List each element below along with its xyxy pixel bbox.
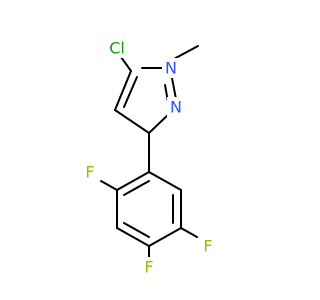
bond-c4-c5-double (123, 76, 138, 108)
bond-ar4-ar5-inner (123, 222, 150, 238)
bond-n1-methyl (171, 45, 199, 61)
nitrogen-2-label: N (170, 98, 182, 117)
bond-ar3-ar4 (148, 227, 182, 247)
bond-n1-n2 (171, 77, 177, 100)
bonds (100, 45, 199, 259)
atom-labels: Cl N N F F F (81, 38, 217, 277)
molecule-structure: Cl N N F F F (81, 38, 217, 277)
bond-ar6-ar1 (116, 171, 150, 191)
bond-ar4-ar5 (116, 227, 150, 247)
fluorine-3-label: F (144, 258, 153, 277)
bond-c5-cl (120, 56, 132, 72)
bond-ar3-f (180, 227, 198, 238)
fluorine-2-label: F (203, 237, 212, 256)
bond-ar6-f (100, 180, 118, 191)
bond-ar1-ar2 (148, 171, 182, 191)
fluorine-1-label: F (85, 163, 94, 182)
bond-c3-c4 (114, 109, 150, 134)
bond-ar6-ar1-inner (123, 180, 150, 196)
chlorine-label: Cl (109, 39, 125, 58)
nitrogen-1-label: N (165, 59, 177, 78)
bond-c4-c5 (114, 70, 132, 111)
